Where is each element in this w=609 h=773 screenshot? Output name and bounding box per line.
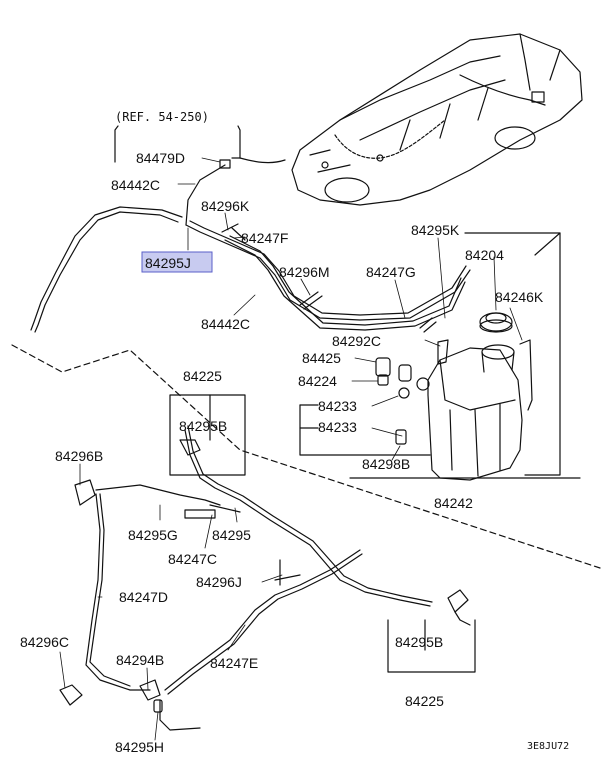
part-label-84246k[interactable]: 84246K [495, 289, 544, 305]
upper-hose-lines [30, 157, 471, 333]
part-label-84296c[interactable]: 84296C [20, 634, 69, 650]
part-label-84247d[interactable]: 84247D [119, 589, 168, 605]
part-label-84233-b[interactable]: 84233 [318, 419, 357, 435]
part-label-84295[interactable]: 84295 [212, 527, 251, 543]
filler-cap [479, 312, 513, 333]
part-label-84296m[interactable]: 84296M [279, 264, 330, 280]
part-label-84295h[interactable]: 84295H [115, 739, 164, 755]
part-label-84442c-top[interactable]: 84442C [111, 177, 160, 193]
part-label-84225-top[interactable]: 84225 [183, 368, 222, 384]
part-label-84233-a[interactable]: 84233 [318, 398, 357, 414]
part-label-84296j[interactable]: 84296J [196, 574, 242, 590]
part-label-84242[interactable]: 84242 [434, 495, 473, 511]
part-label-84295k[interactable]: 84295K [411, 222, 460, 238]
leader-lines [59, 157, 523, 741]
part-label-84296b[interactable]: 84296B [55, 448, 103, 464]
part-label-84247f[interactable]: 84247F [241, 230, 288, 246]
dashed-separator [11, 344, 601, 569]
part-label-84247c[interactable]: 84247C [168, 551, 217, 567]
part-label-84298b[interactable]: 84298B [362, 456, 410, 472]
ref-leader [114, 125, 286, 164]
rear-hose-lines [59, 425, 471, 731]
part-label-84479d[interactable]: 84479D [136, 150, 185, 166]
part-label-84224[interactable]: 84224 [298, 373, 337, 389]
vehicle-illustration [291, 33, 583, 206]
part-label-84295g[interactable]: 84295G [128, 527, 178, 543]
part-label-84295j[interactable]: 84295J [145, 255, 191, 271]
part-label-84296k[interactable]: 84296K [201, 198, 250, 214]
ref-label: (REF. 54-250) [115, 110, 209, 124]
highlighted-part-84295j[interactable]: 84295J [141, 251, 213, 273]
part-label-84204[interactable]: 84204 [465, 247, 504, 263]
drawing-code: 3E8JU72 [527, 741, 569, 752]
part-label-84442c-mid[interactable]: 84442C [201, 316, 250, 332]
part-label-84247g[interactable]: 84247G [366, 264, 416, 280]
part-label-84295b-top[interactable]: 84295B [179, 418, 227, 434]
pump-fittings [375, 339, 449, 445]
part-label-84425[interactable]: 84425 [302, 350, 341, 366]
part-label-84292c[interactable]: 84292C [332, 333, 381, 349]
part-label-84294b[interactable]: 84294B [116, 652, 164, 668]
part-brackets [169, 232, 581, 673]
part-label-84295b-bottom[interactable]: 84295B [395, 634, 443, 650]
part-label-84225-bottom[interactable]: 84225 [405, 693, 444, 709]
part-label-84247e[interactable]: 84247E [210, 655, 258, 671]
washer-reservoir [427, 339, 533, 481]
